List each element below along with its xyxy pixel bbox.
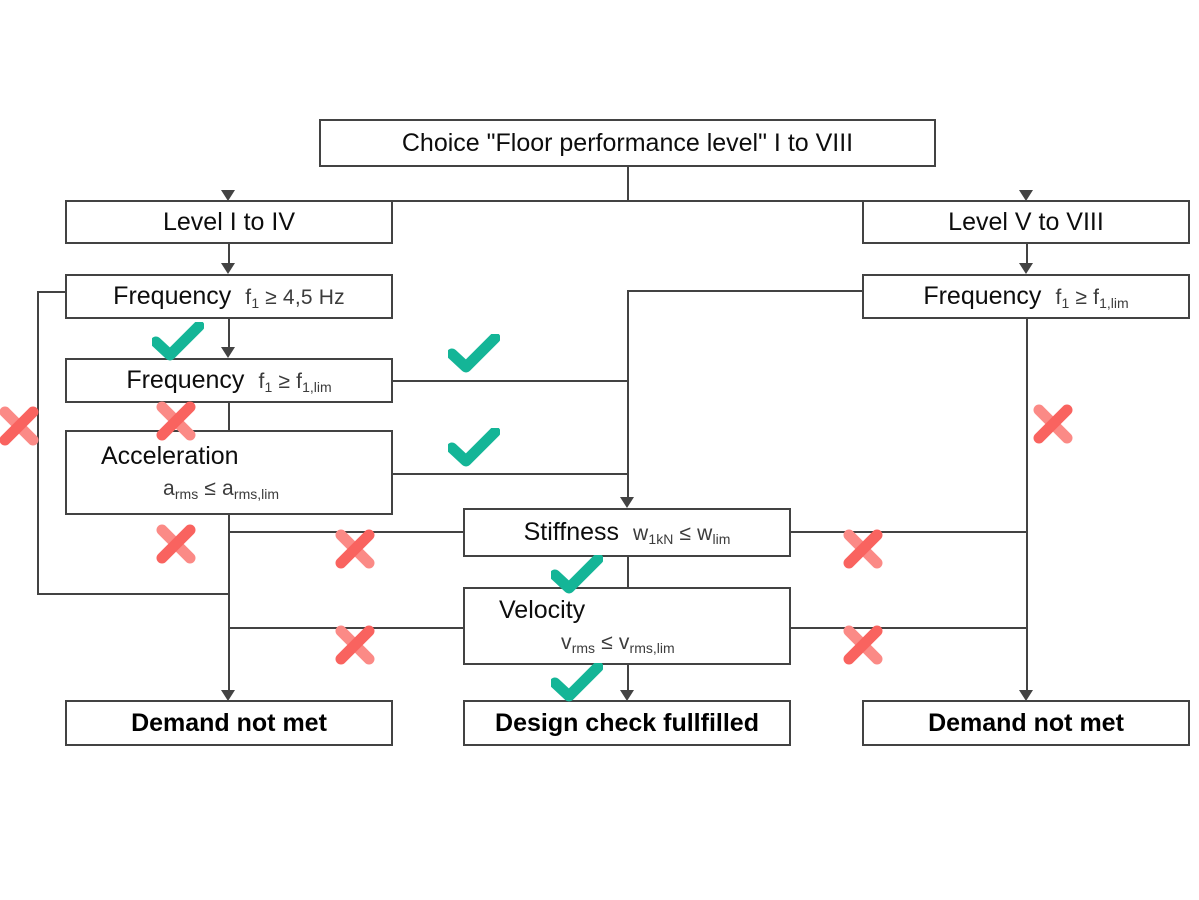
level-left-text: Level I to IV	[162, 207, 296, 236]
node-stiffness[interactable]: Stiffness w1kN ≤ wlim	[463, 508, 791, 557]
connector-right-fail-down	[1026, 319, 1028, 694]
cross-mark-icon	[841, 527, 885, 571]
frequency-lim-right-label: Frequency	[923, 281, 1042, 310]
cross-mark-icon	[154, 399, 198, 443]
connector-freqlim-to-accel	[228, 403, 230, 430]
arrow-to-stiffness	[620, 497, 634, 508]
connector-velocity-fail-left	[228, 627, 464, 629]
cross-mark-icon	[333, 527, 377, 571]
design-check-fullfilled-text: Design check fullfilled	[495, 708, 759, 737]
arrow-to-design-check	[620, 690, 634, 701]
demand-not-met-left-text: Demand not met	[131, 708, 327, 737]
connector-right-freq-pass	[627, 290, 863, 292]
arrow-to-level-right	[1019, 190, 1033, 201]
connector-accel-fail-down	[228, 515, 230, 694]
connector-freq-to-freqlim	[228, 319, 230, 347]
connector-accel-pass	[392, 473, 629, 475]
node-frequency-f1-lim-right[interactable]: Frequency f1 ≥ f1,lim	[862, 274, 1190, 319]
check-mark-icon	[549, 661, 604, 703]
connector-freq-fail-left	[37, 291, 66, 293]
node-level-i-to-iv[interactable]: Level I to IV	[65, 200, 393, 244]
connector-freqlim-pass	[392, 380, 629, 382]
arrow-freq-to-freqlim	[221, 347, 235, 358]
stiffness-label: Stiffness	[523, 517, 620, 546]
choice-title-text: Choice "Floor performance level" I to VI…	[401, 128, 854, 157]
check-mark-icon	[446, 426, 501, 468]
arrow-to-demand-not-met-left	[221, 690, 235, 701]
frequency-lim-left-formula: f1 ≥ f1,lim	[258, 369, 332, 395]
node-choice-floor-performance-level[interactable]: Choice "Floor performance level" I to VI…	[319, 119, 936, 167]
check-mark-icon	[549, 553, 604, 595]
stiffness-formula: w1kN ≤ wlim	[633, 521, 731, 547]
connector-stiffness-to-velocity	[627, 557, 629, 587]
arrow-to-level-left	[221, 190, 235, 201]
arrow-to-demand-not-met-right	[1019, 690, 1033, 701]
check-mark-icon	[150, 320, 205, 362]
demand-not-met-right-text: Demand not met	[928, 708, 1124, 737]
connector-level-left-to-freq	[228, 244, 230, 263]
acceleration-formula: arms ≤ arms,lim	[163, 477, 280, 502]
connector-left-fail-join	[37, 593, 229, 595]
node-demand-not-met-right[interactable]: Demand not met	[862, 700, 1190, 746]
connector-level-right-to-freq	[1026, 244, 1028, 263]
node-level-v-to-viii[interactable]: Level V to VIII	[862, 200, 1190, 244]
node-velocity[interactable]: Velocity vrms ≤ vrms,lim	[463, 587, 791, 665]
connector-velocity-to-pass	[627, 665, 629, 694]
node-acceleration[interactable]: Acceleration arms ≤ arms,lim	[65, 430, 393, 515]
connector-center-bus-down	[627, 290, 629, 500]
arrow-level-left-to-freq	[221, 263, 235, 274]
connector-stiffness-fail-left	[228, 531, 464, 533]
arrow-level-right-to-freq	[1019, 263, 1033, 274]
connector-title-bus	[228, 200, 1027, 202]
frequency-lim-left-label: Frequency	[126, 365, 245, 394]
level-right-text: Level V to VIII	[948, 207, 1104, 236]
node-frequency-4-5-hz[interactable]: Frequency f1 ≥ 4,5 Hz	[65, 274, 393, 319]
node-frequency-f1-lim-left[interactable]: Frequency f1 ≥ f1,lim	[65, 358, 393, 403]
frequency-hz-label: Frequency	[113, 281, 232, 310]
velocity-formula: vrms ≤ vrms,lim	[561, 630, 675, 656]
connector-velocity-fail-right	[791, 627, 1028, 629]
cross-mark-icon	[1031, 402, 1075, 446]
check-mark-icon	[446, 332, 501, 374]
velocity-label: Velocity	[499, 595, 586, 624]
cross-mark-icon	[154, 522, 198, 566]
connector-title-down	[627, 167, 629, 201]
cross-mark-icon	[0, 404, 41, 448]
connector-stiffness-fail-right	[791, 531, 1028, 533]
acceleration-label: Acceleration	[101, 442, 239, 471]
cross-mark-icon	[841, 623, 885, 667]
node-design-check-fullfilled[interactable]: Design check fullfilled	[463, 700, 791, 746]
frequency-lim-right-formula: f1 ≥ f1,lim	[1055, 285, 1129, 311]
node-demand-not-met-left[interactable]: Demand not met	[65, 700, 393, 746]
cross-mark-icon	[333, 623, 377, 667]
frequency-hz-formula: f1 ≥ 4,5 Hz	[245, 285, 345, 311]
